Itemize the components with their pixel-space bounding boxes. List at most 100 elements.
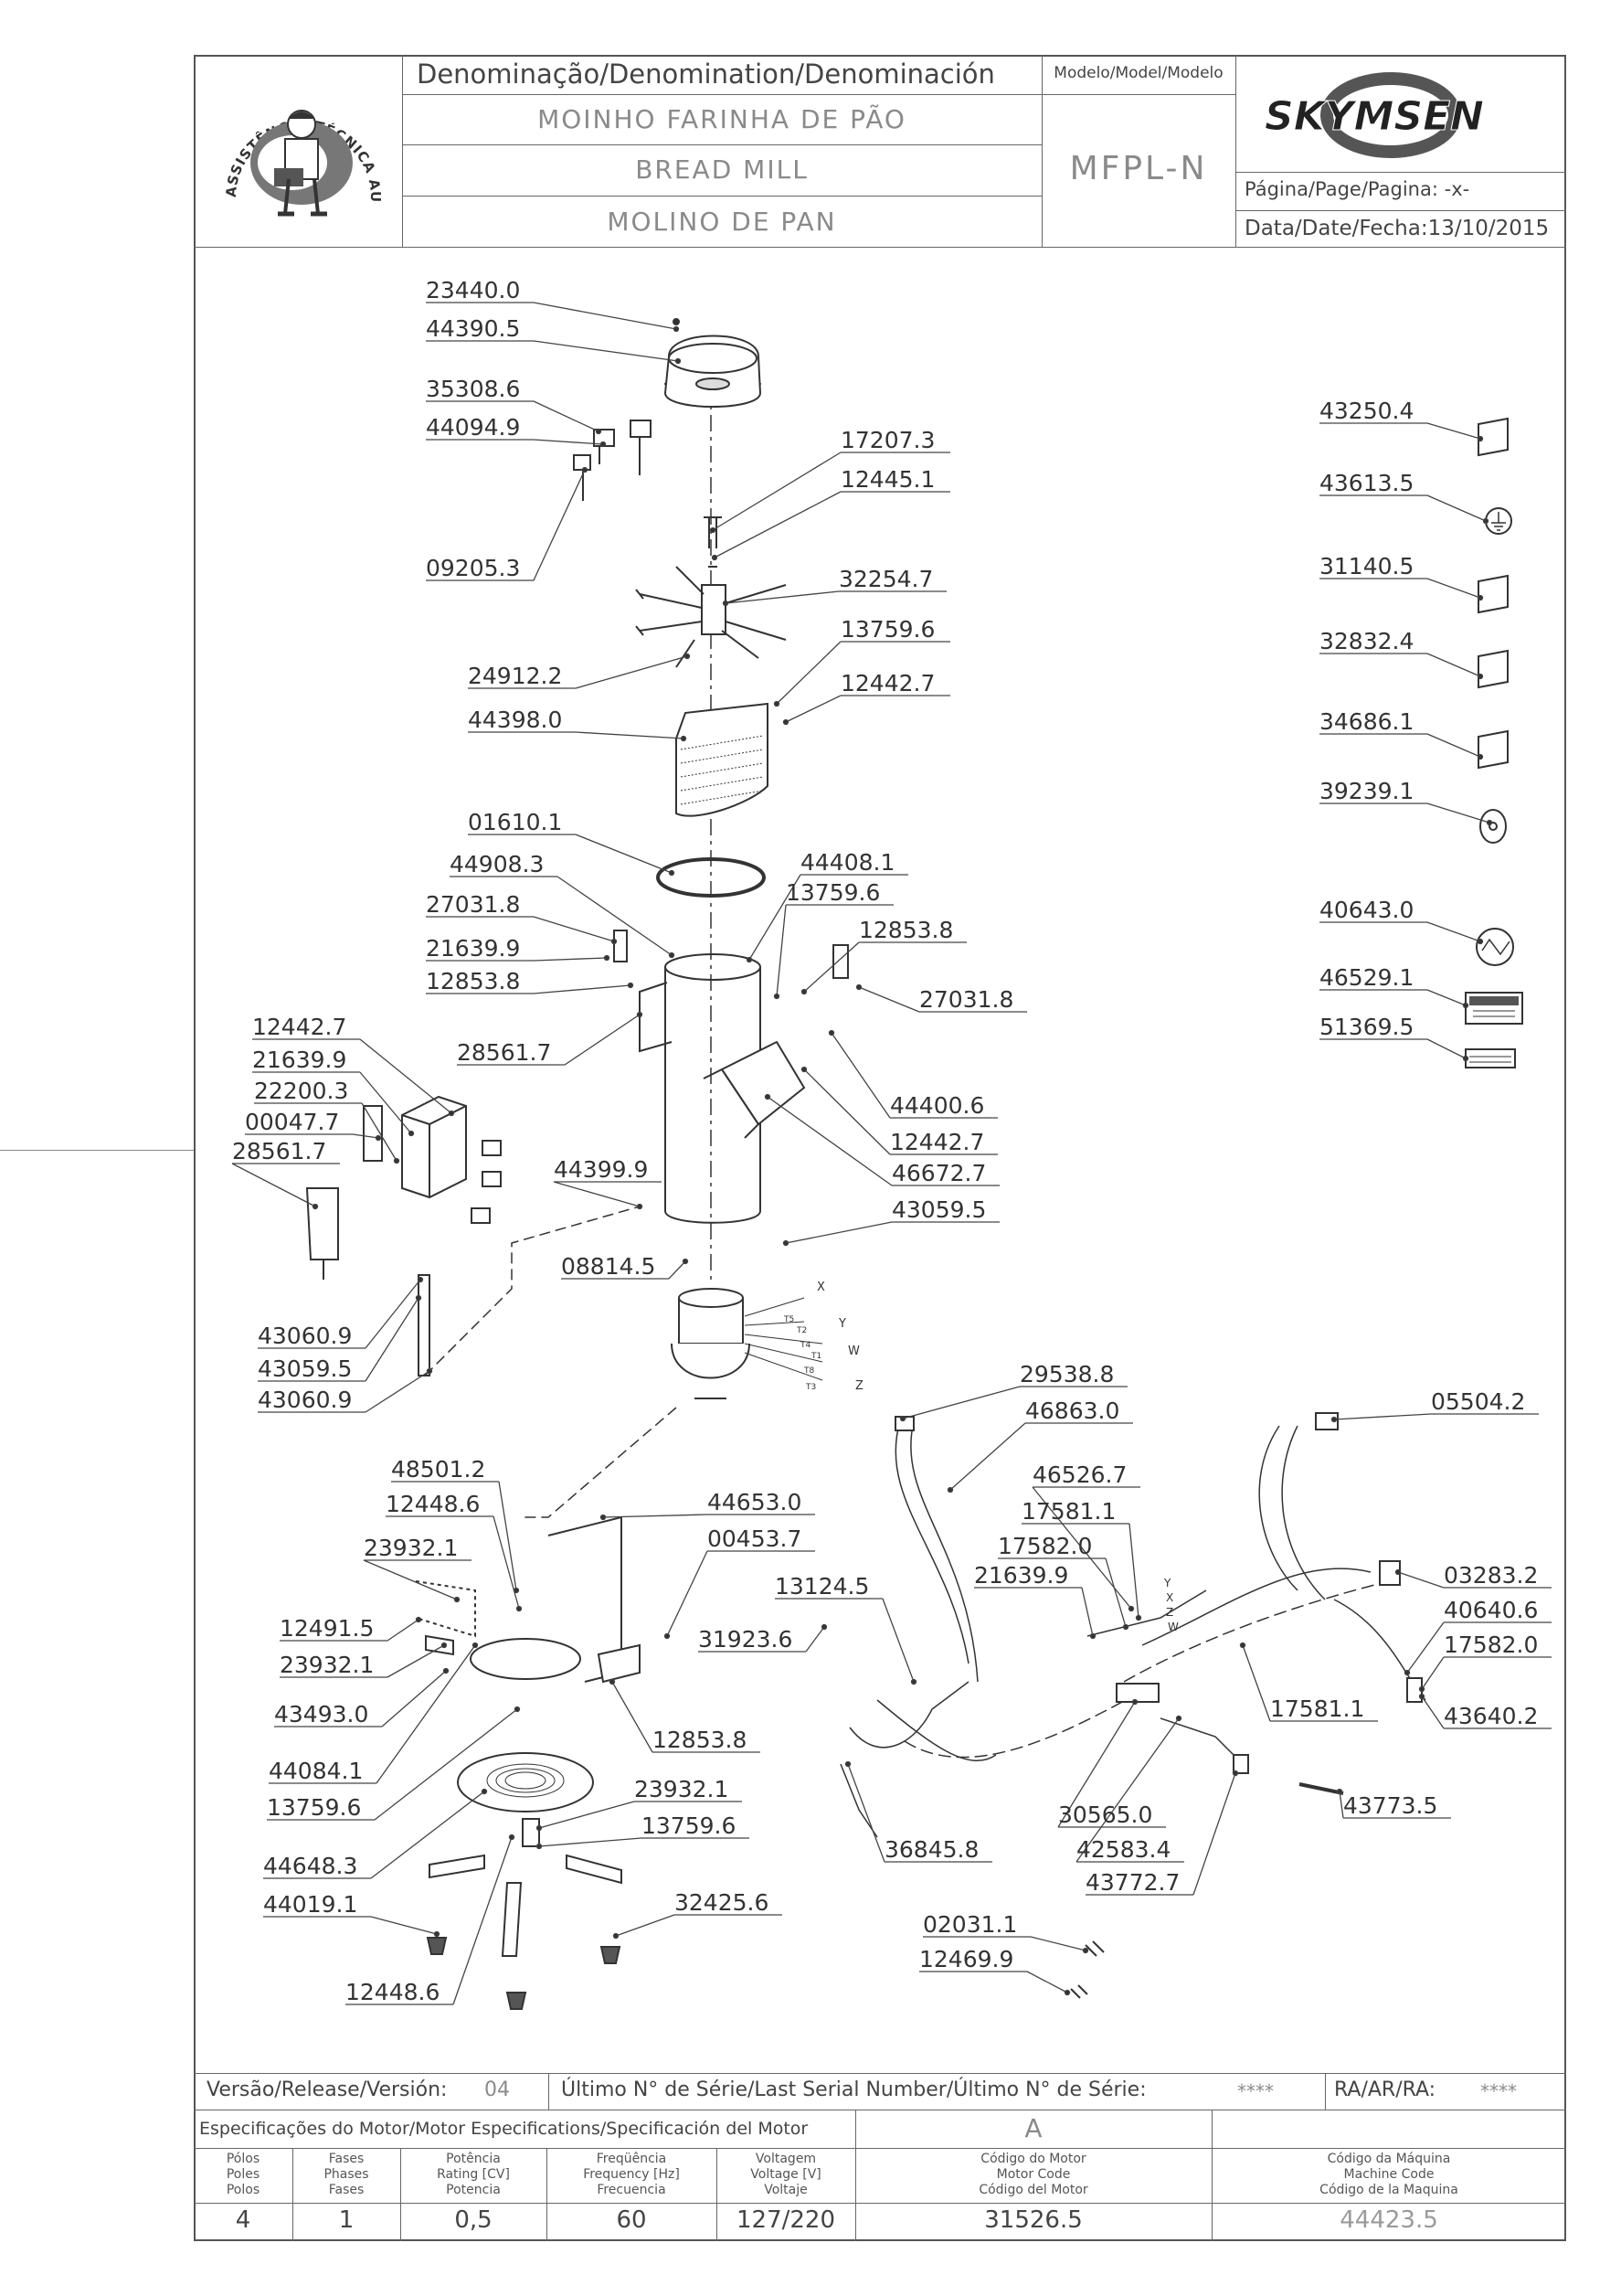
brand-logo: SKYMSEN: [1265, 72, 1485, 158]
leader-dot: [610, 938, 618, 945]
leader-line: [553, 1181, 662, 1207]
spec-header-line: Voltage [V]: [750, 2167, 821, 2182]
latch-left: [613, 930, 628, 962]
leader-line: [1319, 422, 1481, 440]
model-code: MFPL-N: [1069, 150, 1208, 187]
part-number-label: 43059.5: [258, 1355, 352, 1382]
leader-line: [258, 1370, 430, 1413]
leader-dot: [609, 1678, 616, 1685]
part-number-label: 43772.7: [1086, 1869, 1180, 1896]
spec-column-value: 44423.5: [1340, 2206, 1438, 2234]
info-sticker: [1465, 1048, 1516, 1068]
leader-line: [974, 1587, 1094, 1637]
leader-line: [858, 986, 1027, 1013]
leader-line: [252, 1071, 412, 1134]
spec-header-line: Motor Code: [996, 2167, 1071, 2182]
leader-dot: [1135, 1614, 1142, 1621]
milling-chamber: [639, 953, 806, 1224]
leader-line: [1242, 1644, 1378, 1722]
washer-label: [1479, 809, 1507, 844]
leader-line: [1333, 1413, 1539, 1420]
spec-header-line: Freqüência: [596, 2152, 667, 2166]
leader-dot: [514, 1706, 521, 1713]
spec-header-line: Phases: [323, 2167, 369, 2182]
part-number-label: 03283.2: [1444, 1562, 1538, 1589]
part-number-label: 40643.0: [1319, 897, 1414, 923]
spec-header-line: Machine Code: [1343, 2167, 1435, 2182]
leader-dot: [668, 869, 675, 877]
sieve-screen: [675, 702, 768, 817]
spec-header-line: Código do Motor: [980, 2152, 1086, 2166]
part-number-label: 12442.7: [890, 1129, 984, 1155]
part-number-label: 32425.6: [674, 1889, 768, 1916]
part-number-label: 44400.6: [890, 1092, 984, 1119]
part-number-label: 48501.2: [391, 1456, 485, 1483]
leader-dot: [415, 1616, 422, 1623]
motor-to-base-route: [521, 1407, 677, 1518]
leader-line: [785, 1221, 1000, 1244]
part-number-label: 44653.0: [707, 1489, 801, 1515]
leader-dot: [612, 1932, 620, 1940]
part-number-label: 44398.0: [468, 707, 562, 733]
wiring-harness: [840, 1420, 1426, 1838]
part-number-label: 12442.7: [841, 670, 935, 696]
part-number-label: 46526.7: [1033, 1462, 1127, 1488]
tool-pin: [1298, 1782, 1344, 1795]
part-number-label: 43493.0: [274, 1701, 368, 1727]
part-number-label: 43059.5: [892, 1196, 986, 1223]
part-number-label: 44390.5: [426, 315, 520, 342]
leader-line: [426, 957, 608, 962]
leader-dot: [800, 988, 808, 995]
leader-dot: [1330, 1416, 1338, 1423]
leader-line: [280, 1644, 445, 1678]
leader-dot: [636, 1011, 643, 1018]
ra-value: ****: [1480, 2080, 1517, 2102]
leader-dot: [683, 653, 691, 660]
leader-dot: [442, 1667, 450, 1674]
spec-column-value: 127/220: [736, 2206, 835, 2234]
leader-dot: [855, 983, 863, 991]
part-number-label: 43613.5: [1319, 470, 1414, 496]
leader-line: [391, 1481, 517, 1591]
part-number-label: 46672.7: [892, 1160, 986, 1186]
part-number-label: 23440.0: [426, 277, 520, 303]
part-number-label: 51369.5: [1319, 1014, 1414, 1040]
part-number-label: 00047.7: [245, 1109, 339, 1135]
spec-column-value: 1: [338, 2206, 355, 2234]
spare-wire-1: [1085, 1940, 1105, 1957]
label-square-4: [1478, 729, 1509, 770]
leader-dot: [680, 735, 687, 742]
spec-header-line: Fases: [328, 2183, 365, 2197]
latch-right: [832, 944, 849, 979]
leader-dot: [1477, 753, 1484, 760]
part-number-label: 46529.1: [1319, 964, 1414, 991]
spec-column-value: 60: [616, 2206, 647, 2234]
part-number-label: 39239.1: [1319, 778, 1414, 804]
leader-dot: [1477, 594, 1484, 601]
spec-column-value: 0,5: [454, 2206, 493, 2234]
leader-dot: [709, 526, 716, 534]
wire-label: T2: [796, 1326, 807, 1335]
leader-dot: [408, 1130, 415, 1137]
part-labels: 23440.044390.535308.644094.909205.317207…: [232, 277, 1538, 2005]
part-number-label: 21639.9: [974, 1562, 1068, 1589]
leader-dot: [599, 441, 607, 448]
leader-line: [767, 1096, 1000, 1186]
leader-line: [1086, 1772, 1236, 1896]
drawing-frame: [194, 55, 1566, 2241]
harness-wire-label: X: [1166, 1591, 1173, 1604]
wire-label: T1: [810, 1352, 821, 1361]
leader-line: [267, 1708, 518, 1821]
shaft-bolt: [704, 516, 722, 568]
part-number-label: 24912.2: [468, 663, 562, 689]
part-number-label: 27031.8: [426, 891, 520, 918]
leader-line: [803, 1068, 998, 1155]
leader-dot: [508, 1834, 515, 1841]
spec-header-line: Potência: [446, 2152, 501, 2166]
leader-dot: [535, 1824, 543, 1832]
leader-line: [263, 1916, 438, 1935]
